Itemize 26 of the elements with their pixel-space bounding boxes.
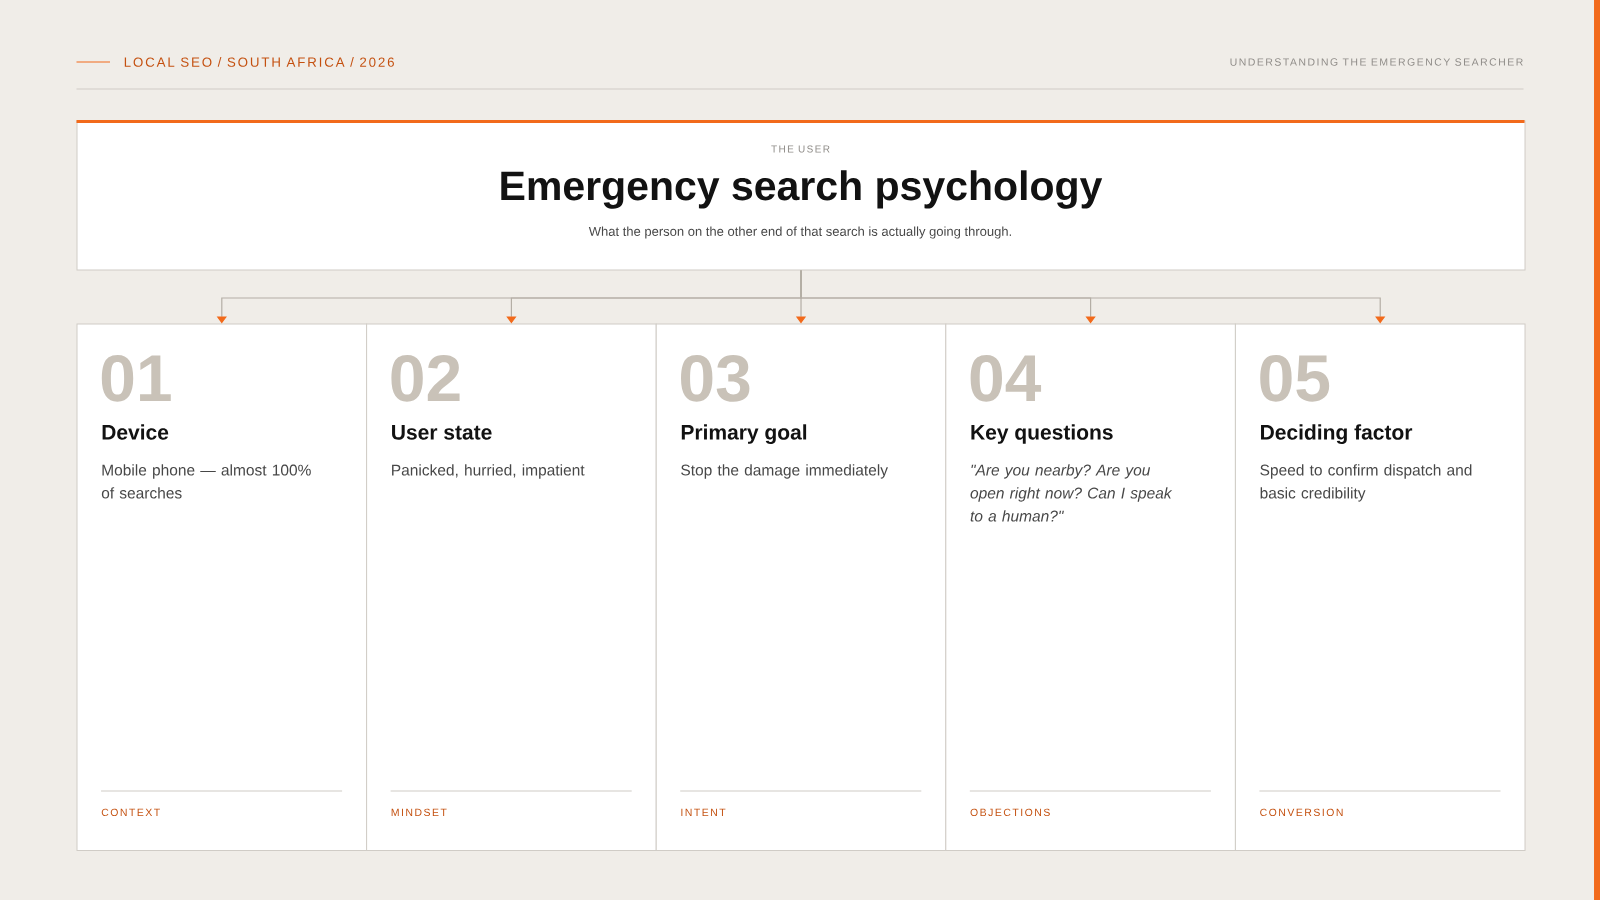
- card-heading: User state: [392, 425, 492, 440]
- step-number: 03: [681, 354, 750, 402]
- tag-label: MINDSET: [391, 808, 447, 817]
- page-label: UNDERSTANDING THE EMERGENCY SEARCHER: [1230, 58, 1523, 66]
- step-number: 04: [970, 354, 1042, 402]
- card-text: Panicked, hurried, impatient: [392, 464, 585, 479]
- card-text: Stop the damage immediately: [681, 464, 888, 479]
- card-text: Speed to confirm dispatch and basic credibility: [1260, 464, 1472, 502]
- eyebrow-label: THE USER: [771, 145, 830, 153]
- card-heading: Primary goal: [681, 424, 807, 444]
- subtitle: What the person on the other end of that search is actually going through.: [588, 226, 1011, 239]
- tag-label: OBJECTIONS: [970, 808, 1050, 817]
- step-number: 01: [101, 354, 171, 402]
- step-number: 05: [1260, 354, 1330, 402]
- arrow: [800, 269, 1386, 324]
- card-heading: Key questions: [971, 424, 1113, 444]
- step-number: 02: [391, 354, 460, 402]
- card-text: "Are you nearby? Are you open right now? Can I speak to a human?": [970, 464, 1173, 522]
- tag-label: INTENT: [681, 808, 726, 816]
- section-label: LOCAL SEO / SOUTH AFRICA / 2026: [124, 57, 394, 67]
- tag-label: CONTEXT: [101, 808, 160, 817]
- title: Emergency search psychology: [501, 170, 1103, 209]
- card-heading: Deciding factor: [1261, 424, 1413, 444]
- card-heading: Device: [102, 424, 169, 440]
- tag-label: CONVERSION: [1260, 808, 1343, 817]
- card-text: Mobile phone — almost 100% of searches: [101, 464, 311, 499]
